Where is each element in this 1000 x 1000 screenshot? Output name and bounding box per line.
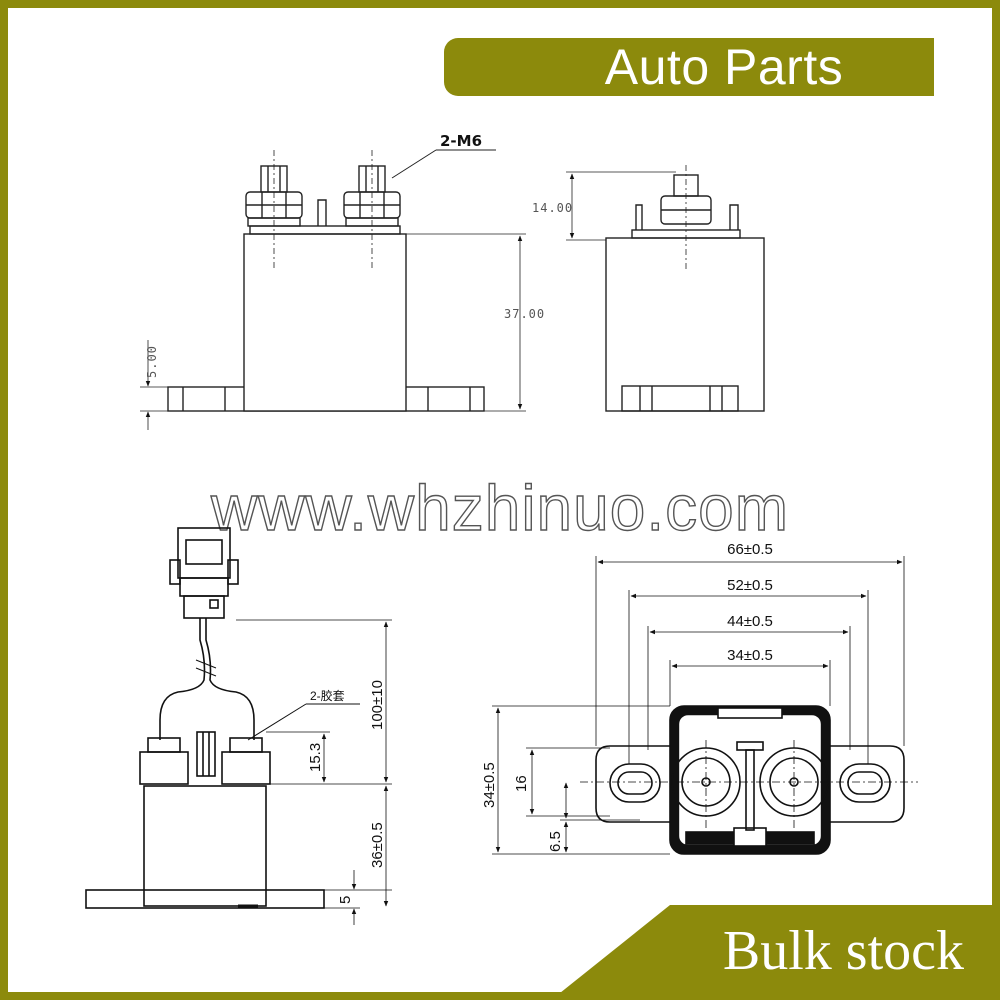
side-body	[605, 237, 765, 412]
dim-height-34: 34±0.5	[481, 762, 498, 808]
boot-left	[139, 751, 189, 785]
boot-right	[221, 751, 271, 785]
dim-body-36: 36±0.5	[369, 822, 386, 868]
dim-connector-15-3: 15.3	[307, 743, 324, 772]
dim-width-66: 66±0.5	[727, 541, 773, 558]
wired-view	[85, 527, 392, 925]
wire-right	[205, 618, 255, 740]
dim-stud-14: 14.00	[532, 201, 573, 215]
wire-left	[159, 618, 206, 740]
terminal-size-label: 2-M6	[440, 132, 482, 150]
wire-boot-label: 2-胶套	[310, 688, 345, 703]
dim-6-5: 6.5	[547, 831, 564, 852]
auto-parts-label: Auto Parts	[604, 39, 844, 95]
side-foot	[621, 385, 739, 412]
dim-height-37: 37.00	[504, 307, 545, 321]
top-view	[492, 556, 918, 855]
side-view	[566, 165, 765, 412]
slot-left	[609, 763, 661, 803]
slot-right	[839, 763, 891, 803]
dim-flange-5: 5	[337, 896, 354, 904]
watermark-text: www.whzhinuo.com	[210, 472, 789, 544]
top-flange-right	[827, 745, 905, 823]
front-view	[140, 149, 526, 430]
wired-body	[143, 785, 267, 907]
dim-total-100: 100±10	[369, 680, 386, 730]
dim-16: 16	[513, 775, 530, 792]
wired-flange	[85, 889, 325, 909]
side-stud	[673, 174, 699, 197]
auto-parts-banner: Auto Parts	[444, 38, 934, 96]
dim-width-34: 34±0.5	[727, 647, 773, 664]
front-tab	[317, 199, 327, 226]
dim-width-44: 44±0.5	[727, 613, 773, 630]
front-cap	[249, 225, 401, 235]
bulk-stock-banner: Bulk stock	[560, 905, 992, 993]
bulk-stock-label: Bulk stock	[722, 920, 964, 982]
dim-base-5: 5.00	[145, 345, 159, 378]
dim-width-52: 52±0.5	[727, 577, 773, 594]
front-body	[243, 233, 407, 412]
